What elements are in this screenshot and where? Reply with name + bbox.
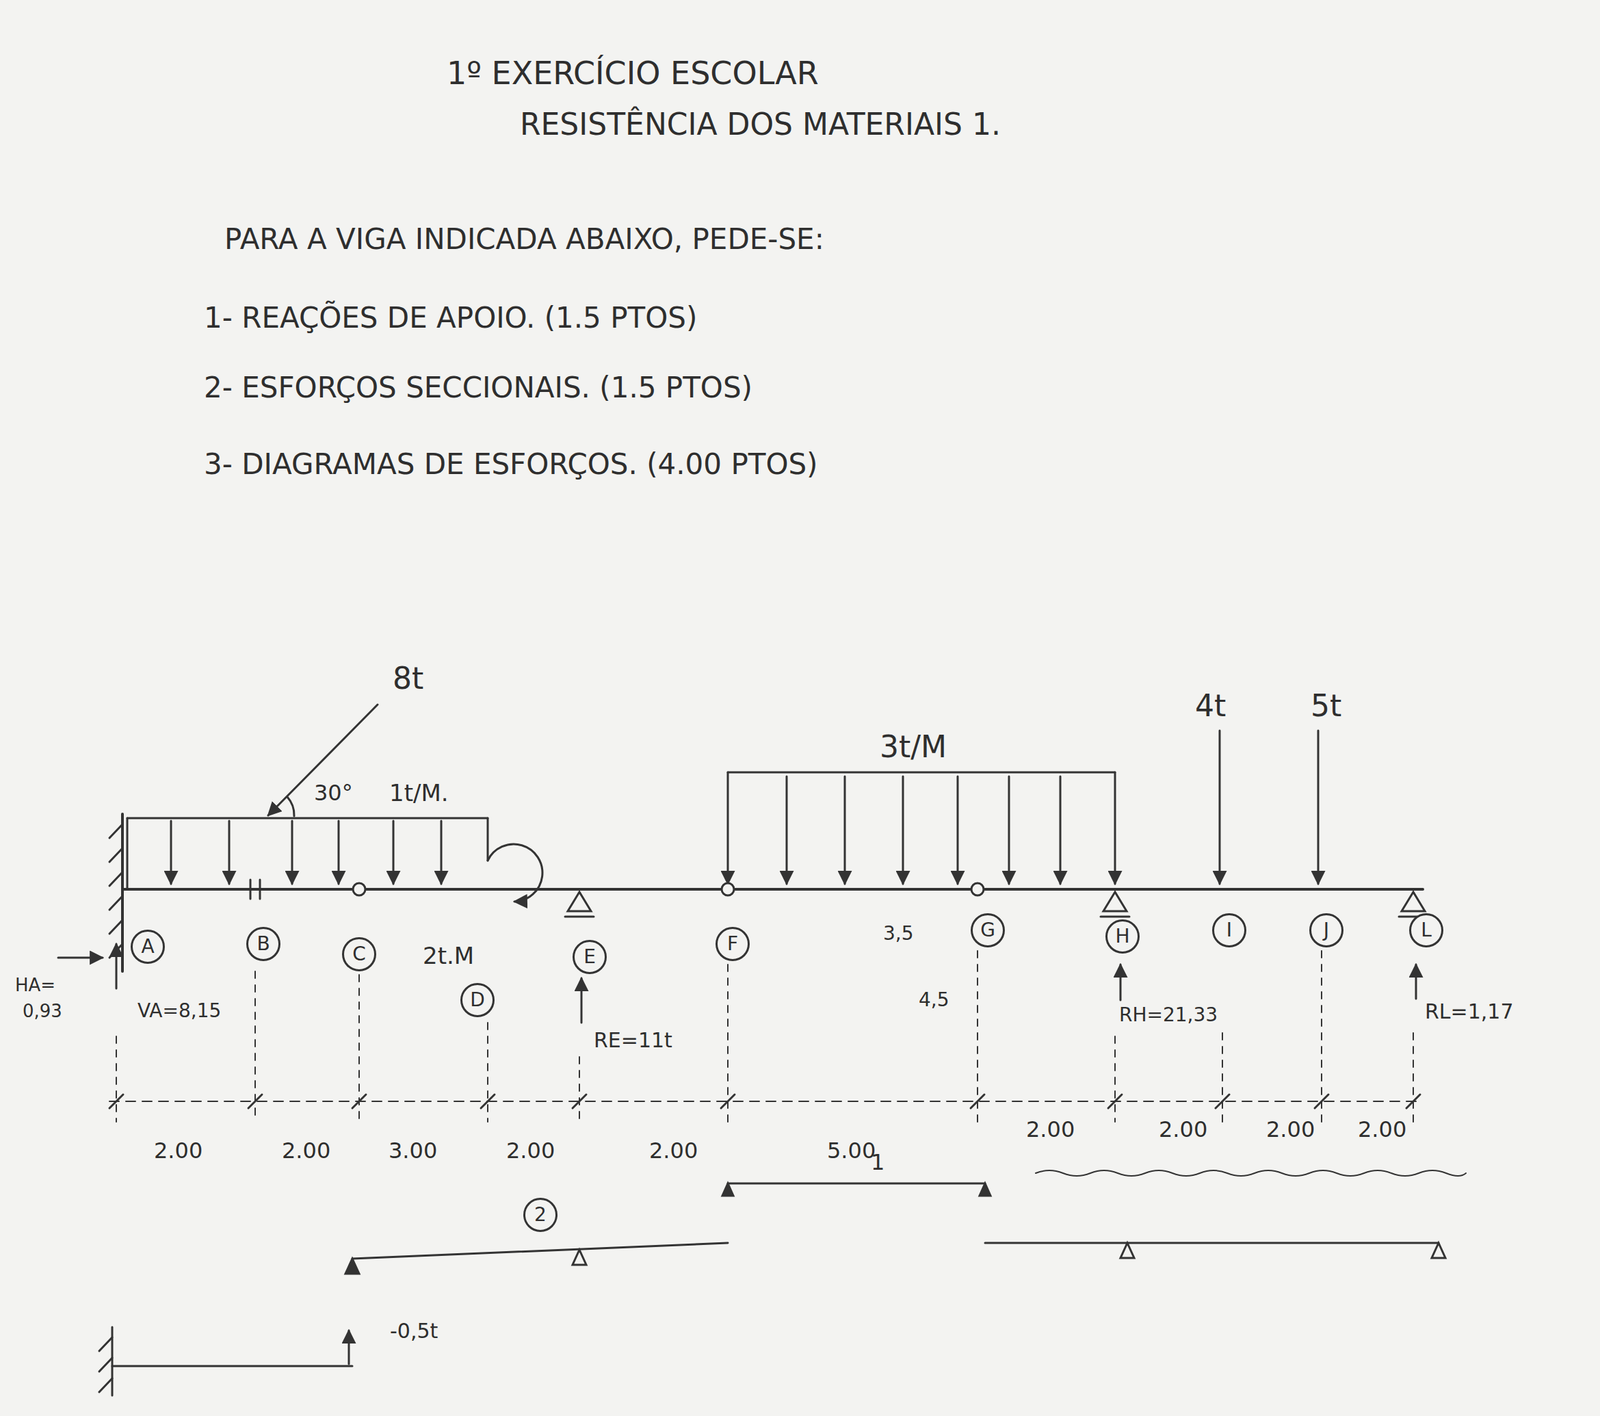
force-label: 5t <box>1310 689 1342 723</box>
point-circle: D <box>460 982 495 1018</box>
point-circle: E <box>572 939 607 975</box>
note-value: 3,5 <box>883 923 914 945</box>
point-letter: D <box>469 990 485 1010</box>
point-circle: I <box>1212 913 1247 948</box>
point-circle: L <box>1409 913 1444 948</box>
note-value: 4,5 <box>918 989 950 1012</box>
dimension: 2.00 <box>506 1138 555 1163</box>
moment-label: 2t.M <box>422 943 475 969</box>
reaction-label: VA=8,15 <box>137 1000 221 1022</box>
point-circle: C <box>342 937 377 972</box>
point-circle: A <box>130 929 165 964</box>
reaction-label: 0,93 <box>22 1001 63 1022</box>
course-name: RESISTÊNCIA DOS MATERIAIS 1. <box>519 108 1001 141</box>
point-circle: H <box>1105 919 1140 954</box>
question-item: 2- ESFORÇOS SECCIONAIS. (1.5 PTOS) <box>203 372 753 404</box>
angle-label: 30° <box>313 781 353 806</box>
dimension: 2.00 <box>1266 1117 1315 1142</box>
reaction-label: RE=11t <box>593 1028 673 1052</box>
reaction-label: RH=21,33 <box>1119 1004 1218 1027</box>
dimension: 2.00 <box>649 1138 698 1163</box>
point-circle: G <box>970 913 1005 948</box>
force-label: 8t <box>392 662 424 695</box>
point-letter: A <box>140 937 154 957</box>
point-letter: F <box>727 934 739 954</box>
point-circle: B <box>246 926 281 962</box>
exercise-title: 1º EXERCÍCIO ESCOLAR <box>446 56 819 91</box>
reaction-label: RL=1,17 <box>1424 1000 1514 1023</box>
question-item: 3- DIAGRAMAS DE ESFORÇOS. (4.00 PTOS) <box>203 448 819 481</box>
force-label: 4t <box>1195 689 1226 723</box>
point-letter: 2 <box>534 1205 547 1225</box>
dimension: 2.00 <box>1357 1117 1407 1142</box>
point-letter: C <box>352 944 366 964</box>
point-letter: B <box>256 934 270 954</box>
beam-number: 1 <box>870 1150 885 1175</box>
point-circle: F <box>715 926 750 962</box>
load-label: -0,5t <box>389 1319 438 1343</box>
load-label: 1t/M. <box>389 780 449 806</box>
reaction-label: HA= <box>15 975 56 996</box>
dimension: 5.00 <box>827 1138 876 1163</box>
point-letter: E <box>583 947 596 967</box>
dimension: 2.00 <box>1026 1117 1075 1142</box>
dimension: 2.00 <box>1158 1117 1208 1142</box>
beam-number-circle: 2 <box>523 1197 558 1232</box>
point-letter: H <box>1115 926 1130 947</box>
point-letter: G <box>980 920 996 940</box>
point-circle: J <box>1309 913 1344 948</box>
point-letter: L <box>1420 920 1432 940</box>
dimension: 2.00 <box>281 1138 331 1163</box>
point-letter: I <box>1226 920 1232 940</box>
dimension: 2.00 <box>153 1138 203 1163</box>
dimension: 3.00 <box>388 1138 438 1163</box>
instruction: PARA A VIGA INDICADA ABAIXO, PEDE-SE: <box>224 223 825 256</box>
load-label: 3t/M <box>879 730 947 764</box>
question-item: 1- REAÇÕES DE APOIO. (1.5 PTOS) <box>203 302 698 334</box>
point-letter: J <box>1323 920 1330 940</box>
